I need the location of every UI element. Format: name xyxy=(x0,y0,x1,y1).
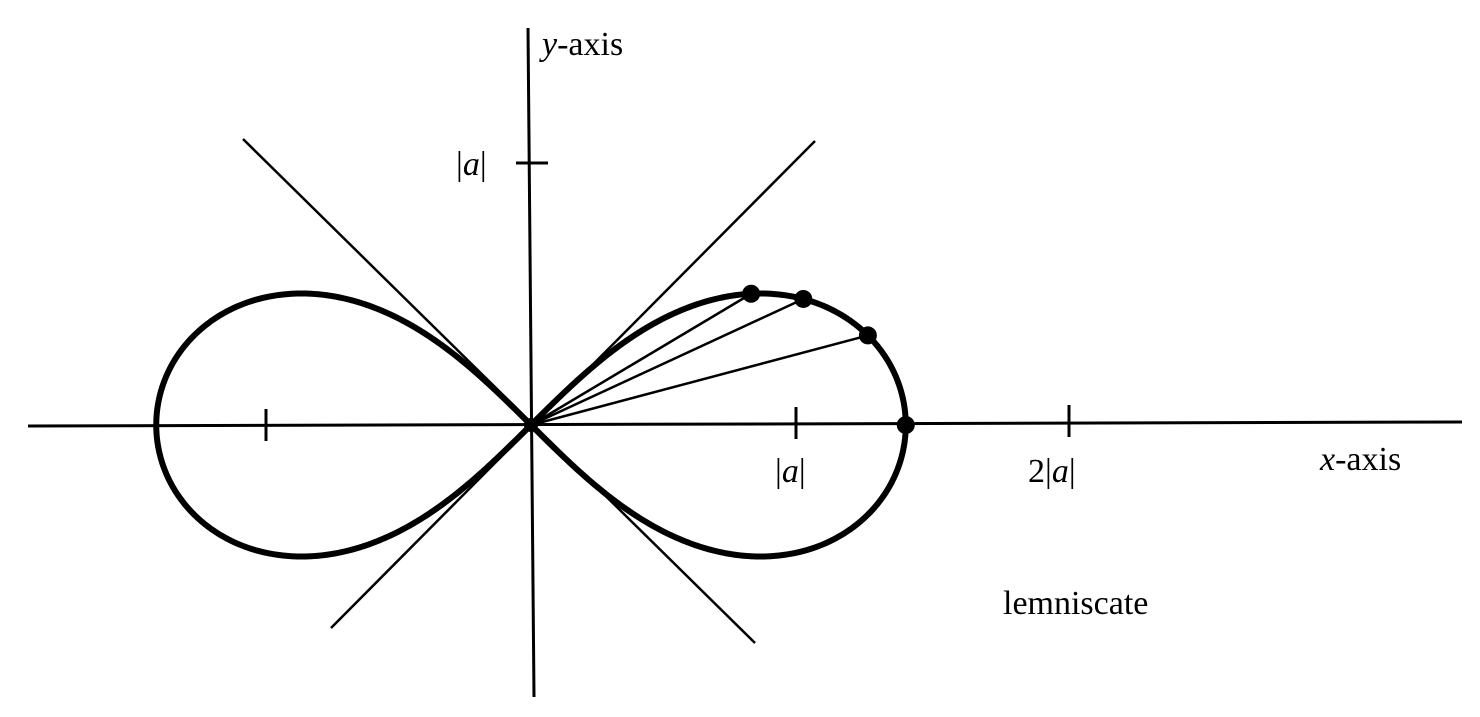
y-tick-label-a: |a| xyxy=(456,146,487,183)
marked-point-25deg xyxy=(794,289,813,308)
x-axis-label: x-axis xyxy=(1319,441,1401,478)
lemniscate-curve xyxy=(153,290,909,560)
radius-chords xyxy=(530,292,869,427)
x-axis-line xyxy=(27,420,1463,428)
origin-point xyxy=(524,418,538,432)
chord-25deg xyxy=(530,297,804,427)
x-tick-label-2a: 2|a| xyxy=(1028,453,1076,490)
marked-point-15deg xyxy=(858,326,877,345)
chord-15deg xyxy=(530,334,869,427)
caption-lemniscate: lemniscate xyxy=(1003,585,1148,622)
marked-point-31deg xyxy=(742,284,761,303)
chord-31deg xyxy=(530,292,752,427)
y-axis-label: y-axis xyxy=(539,26,623,63)
marked-point-0deg xyxy=(896,416,915,434)
x-tick-label-a: |a| xyxy=(775,453,806,490)
marked-points xyxy=(524,284,915,434)
y-axis-line xyxy=(526,27,536,698)
